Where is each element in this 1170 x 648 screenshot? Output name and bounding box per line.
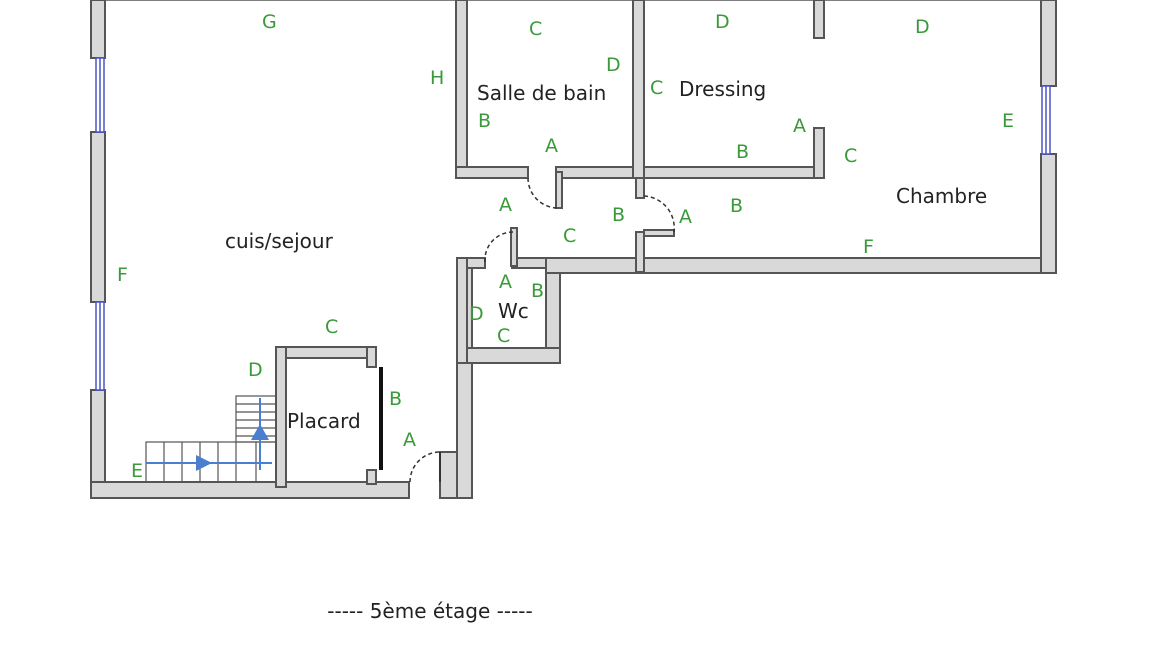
doors [379,177,676,483]
wall-sdb-bottom [455,166,529,179]
wall-letter: B [478,110,491,132]
wall-letter: F [117,264,128,286]
wall-letter: C [325,316,338,338]
wall-wc-door-stub [510,227,518,267]
wall-letter: C [650,77,663,99]
wall-left-top [90,0,106,59]
wall-wc-bottom [456,347,561,364]
door-sdb-arc [527,177,559,209]
wall-letter: D [915,16,930,38]
wall-right-top [1040,0,1057,87]
wall-letter: C [497,325,510,347]
wall-letter: C [844,145,857,167]
room-label-placard: Placard [287,409,361,433]
wall-letter: A [545,135,558,157]
wall-letter: A [499,271,512,293]
wall-letter: A [793,115,806,137]
wall-letter: F [863,236,874,258]
floor-caption: ----- 5ème étage ----- [327,599,532,623]
wall-letter: C [529,18,542,40]
wall-bottom-chambre [545,257,1057,274]
room-label-wc: Wc [498,299,529,323]
wall-letter: A [499,194,512,216]
wall-letter: B [531,280,544,302]
wall-dressing-bottom [643,166,825,179]
wall-right-bottom [1040,153,1057,274]
wall-letter: B [730,195,743,217]
wall-wc-left [456,257,468,364]
wall-letters: G H F C D E C D B A D C B A D E C B A F … [117,11,1014,482]
door-chambre-arc [643,195,676,233]
stair-arrow-up-icon [251,424,269,440]
wall-hall-post-low [635,231,645,273]
wall-letter: D [469,303,484,325]
wall-bottom-sejour [90,481,410,499]
wall-letter: D [248,359,263,381]
wall-chambre-door-stub [643,229,675,237]
wall-hall-post [635,177,645,199]
wall-sdb-door-stub [555,171,563,209]
windows [95,57,1051,391]
wall-sdb-right [632,0,645,179]
wall-letter: A [679,206,692,228]
wall-placard-right-top [366,346,377,368]
room-label-chambre: Chambre [896,184,987,208]
door-placard-arc [409,451,441,483]
wall-letter: H [430,67,444,89]
wall-placard-right-bottom [366,469,377,485]
room-label-cuis-sejour: cuis/sejour [225,229,334,253]
room-label-salle-de-bain: Salle de bain [477,81,606,105]
wall-sdb-bottom-right [555,166,637,179]
staircase [145,395,277,483]
wall-placard-left [275,346,287,488]
wall-left-middle [90,131,106,303]
wall-letter: D [715,11,730,33]
wall-letter: A [403,429,416,451]
wall-letter: D [606,54,621,76]
wall-dressing-top-stub [813,0,825,39]
room-label-dressing: Dressing [679,77,766,101]
wall-letter: B [736,141,749,163]
wall-sdb-left [455,0,468,179]
door-wc-arc [484,231,514,263]
room-labels: cuis/sejour Salle de bain Dressing Chamb… [225,77,987,433]
wall-letter: B [389,388,402,410]
wall-letter: C [563,225,576,247]
wall-dressing-right [813,127,825,179]
wall-placard-top [275,346,377,359]
wall-letter: E [131,460,143,482]
stair-arrow-right-icon [196,455,212,471]
wall-letter: G [262,11,277,33]
wall-letter: E [1002,110,1014,132]
wall-letter: B [612,204,625,226]
